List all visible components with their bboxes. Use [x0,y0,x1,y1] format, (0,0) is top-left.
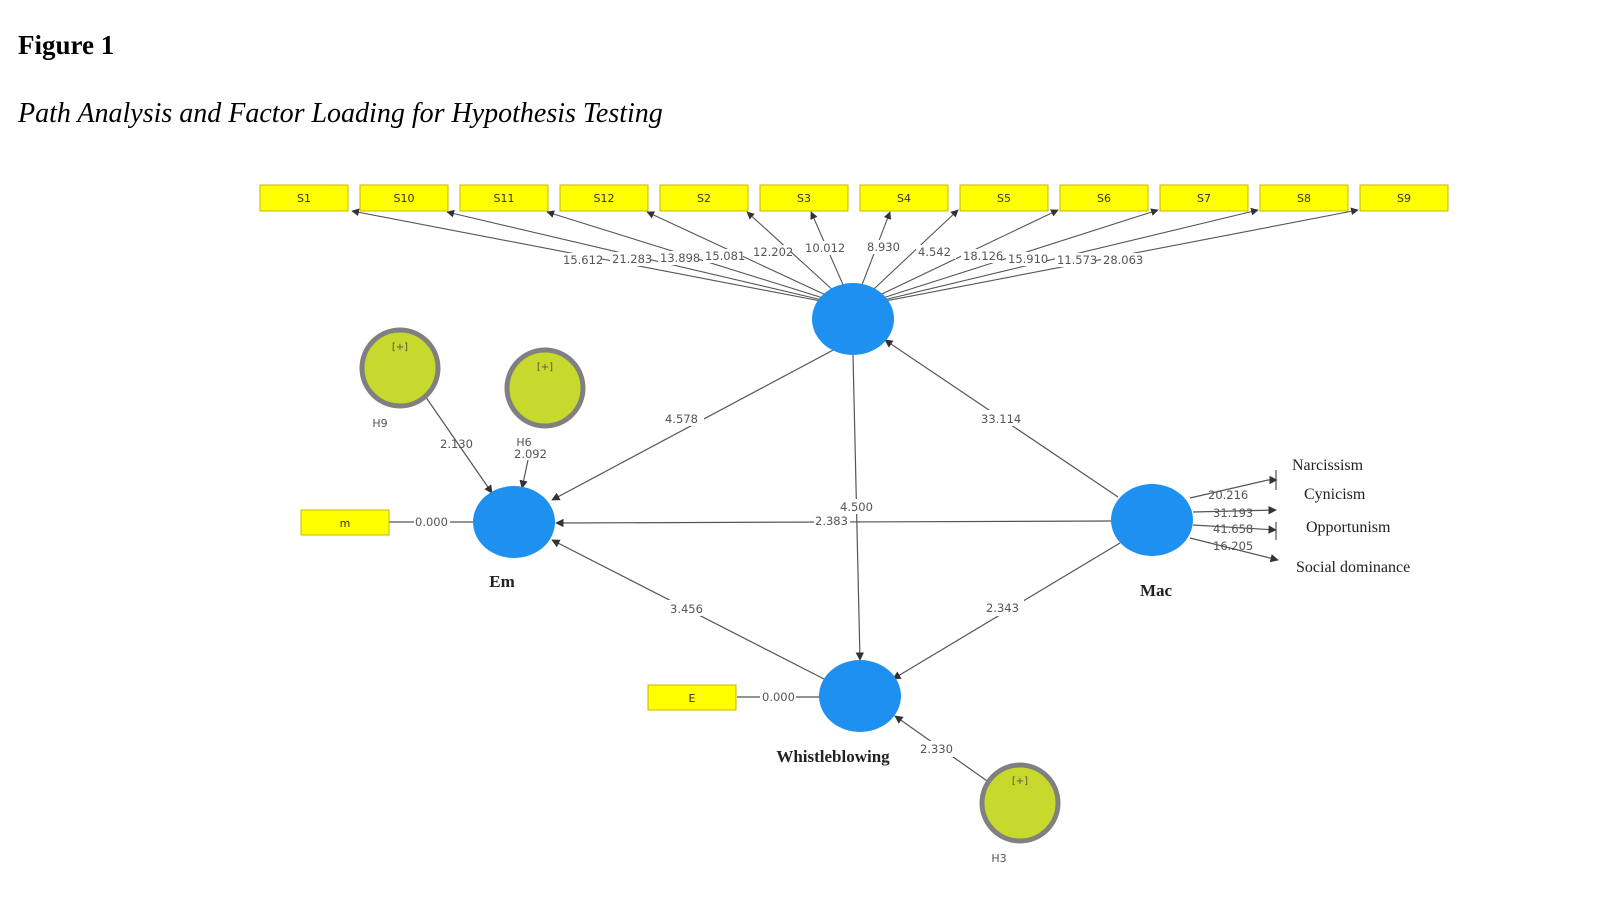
label-h3-wb: 2.330 [920,742,953,756]
label-h6-em: 2.092 [514,447,547,461]
figure-caption: Path Analysis and Factor Loading for Hyp… [18,98,663,129]
loading-value-s1: 15.612 [563,253,603,267]
mac-label-cynicism: Cynicism [1304,486,1366,503]
mac-line-cynicism [1192,505,1277,515]
moderator-h3-label: H3 [991,852,1006,865]
mac-indicators: 20.216 31.193 41.658 16.205 Narcissism C… [1208,457,1410,576]
moderator-h6-plus: [+] [537,362,553,373]
indicator-label-s5: S5 [997,192,1011,205]
mac-label-narcissism: Narcissism [1292,457,1364,474]
construct-em [473,486,555,558]
indicator-label-s3: S3 [797,192,811,205]
structural-paths [389,339,1121,784]
indicator-label-s2: S2 [697,192,711,205]
construct-mac-label: Mac [1140,581,1173,600]
mac-line-social [1189,537,1279,563]
indicator-m-label: m [340,517,351,530]
loading-line-s12 [646,211,844,304]
moderator-h9: [+] H9 [359,327,441,430]
loading-value-s6: 18.126 [963,249,1003,263]
indicator-label-s7: S7 [1197,192,1211,205]
mac-weight-opportunism: 41.658 [1213,522,1253,536]
loading-labels: 15.612 21.283 13.898 15.081 12.202 10.012 8.93… [561,240,1143,267]
construct-em-label: Em [489,572,515,591]
indicator-box-s7 [1159,184,1249,212]
indicator-label-s4: S4 [897,192,911,205]
loading-value-s12: 15.081 [705,249,745,263]
indicator-box-s5 [959,184,1049,212]
indicator-box-s10 [359,184,449,212]
mac-weight-cynicism: 31.193 [1213,506,1253,520]
loading-value-s5: 4.542 [918,245,951,259]
loading-value-s3: 10.012 [805,241,845,255]
construct-wb [819,660,901,732]
loading-value-s10: 21.283 [612,252,652,266]
indicator-box-s3 [759,184,849,212]
indicator-box-s2 [659,184,749,212]
mac-line-opportunism [1192,524,1277,534]
indicator-m: m [300,509,390,536]
mac-indicator-lines [1189,470,1279,563]
indicator-box-s8 [1259,184,1349,212]
label-mac-top: 33.114 [981,412,1021,426]
label-mac-wb: 2.343 [986,601,1019,615]
figure-title: Figure 1 [18,30,115,60]
indicator-box-s1 [259,184,349,212]
moderator-h9-plus: [+] [392,342,408,353]
indicator-label-s11: S11 [494,192,515,205]
indicator-boxes: S1 S10 S11 S12 S2 S3 S4 S5 S6 S7 S8 S9 [259,184,1449,212]
loading-value-s9: 28.063 [1103,253,1143,267]
loading-line-s5 [858,209,959,304]
loading-line-s6 [862,209,1059,304]
indicator-label-s9: S9 [1397,192,1411,205]
indicator-box-s11 [459,184,549,212]
loading-line-s2 [746,211,848,304]
label-e-wb: 0.000 [762,690,795,704]
moderator-h6-label: H6 [516,436,531,449]
loading-value-s7: 15.910 [1008,252,1048,266]
indicator-box-s12 [559,184,649,212]
indicator-box-s9 [1359,184,1449,212]
path-labels: 4.578 33.114 2.130 2.092 4.500 2.383 3.4… [414,410,1024,757]
indicator-label-s8: S8 [1297,192,1311,205]
indicator-label-s12: S12 [594,192,615,205]
indicator-label-s1: S1 [297,192,311,205]
construct-top [812,283,894,355]
mac-weight-narcissism: 20.216 [1208,488,1248,502]
path-h6-em [519,459,529,489]
label-m-em: 0.000 [415,515,448,529]
indicator-label-s6: S6 [1097,192,1111,205]
label-h9-em: 2.130 [440,437,473,451]
loading-value-s4: 8.930 [867,240,900,254]
mac-weight-social: 16.205 [1213,539,1253,553]
moderator-h9-label: H9 [372,417,387,430]
label-mac-em: 2.383 [815,514,848,528]
indicator-box-s6 [1059,184,1149,212]
construct-wb-label: Whistleblowing [776,747,890,766]
indicator-e: E [647,684,737,711]
moderator-h3-plus: [+] [1012,776,1028,787]
mac-label-opportunism: Opportunism [1306,519,1391,536]
mac-label-social: Social dominance [1296,559,1410,576]
label-top-wb: 4.500 [840,500,873,514]
indicator-box-s4 [859,184,949,212]
indicator-label-s10: S10 [394,192,415,205]
moderator-h3: [+] H3 [979,762,1061,865]
moderator-h6: [+] H6 [504,347,586,449]
indicator-e-label: E [689,692,696,705]
loading-value-s8: 11.573 [1057,253,1097,267]
loading-value-s11: 13.898 [660,251,700,265]
label-top-em: 4.578 [665,412,698,426]
path-h9-em [422,392,493,494]
construct-mac [1111,484,1193,556]
label-wb-em: 3.456 [670,602,703,616]
loading-value-s2: 12.202 [753,245,793,259]
mac-line-narcissism [1189,475,1278,499]
